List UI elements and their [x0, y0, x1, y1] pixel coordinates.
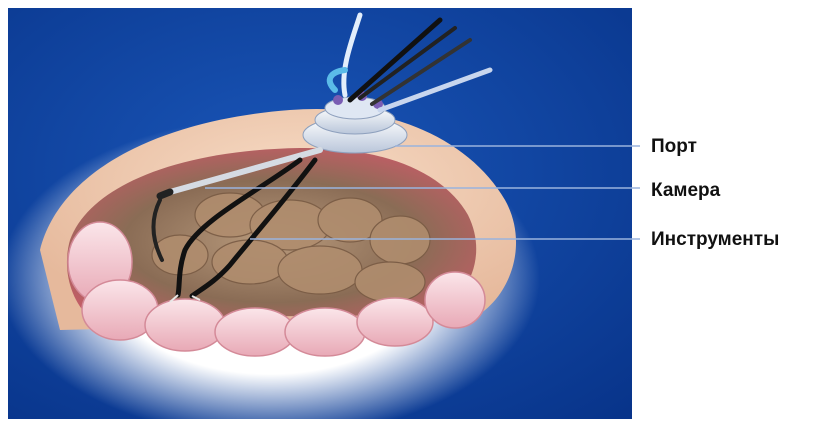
label-port: Порт: [651, 136, 697, 158]
label-instruments: Инструменты: [651, 229, 779, 251]
label-camera: Камера: [651, 180, 720, 202]
